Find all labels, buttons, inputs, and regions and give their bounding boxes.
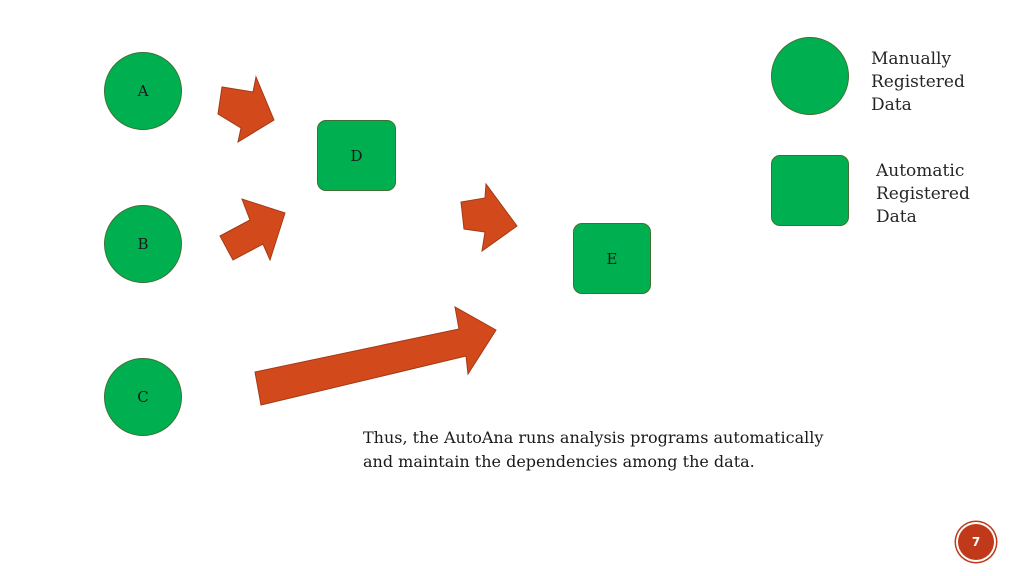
- arrow-b-to-d: [219, 198, 286, 262]
- legend-manual-line-1: Manually: [871, 49, 952, 69]
- arrow-c-to-e: [254, 306, 497, 406]
- node-c: C: [104, 358, 182, 436]
- page-number-label: 7: [971, 535, 981, 549]
- node-d-label: D: [350, 146, 363, 165]
- node-a: A: [104, 52, 182, 130]
- legend-automatic-line-2: Registered: [876, 184, 970, 204]
- node-c-label: C: [137, 388, 149, 406]
- legend-manual-circle: [771, 37, 849, 115]
- legend-automatic-line-1: Automatic: [876, 161, 965, 181]
- legend-automatic-text: Automatic Registered Data: [876, 160, 970, 229]
- node-b: B: [104, 205, 182, 283]
- arrow-a-to-d: [217, 75, 275, 144]
- caption-line-2: and maintain the dependencies among the …: [363, 452, 755, 471]
- legend-manual-text: Manually Registered Data: [871, 48, 965, 117]
- legend-manual-line-3: Data: [871, 95, 912, 115]
- legend-automatic-line-3: Data: [876, 207, 917, 227]
- node-e-label: E: [606, 249, 618, 268]
- node-e: E: [573, 223, 651, 294]
- caption-line-1: Thus, the AutoAna runs analysis programs…: [363, 428, 824, 447]
- legend-manual-line-2: Registered: [871, 72, 965, 92]
- node-d: D: [317, 120, 396, 191]
- node-a-label: A: [137, 82, 149, 100]
- legend-automatic-square: [771, 155, 849, 226]
- caption-text: Thus, the AutoAna runs analysis programs…: [363, 426, 883, 474]
- page-number-badge: 7: [958, 524, 994, 560]
- node-b-label: B: [137, 235, 149, 253]
- arrow-d-to-e: [460, 182, 518, 253]
